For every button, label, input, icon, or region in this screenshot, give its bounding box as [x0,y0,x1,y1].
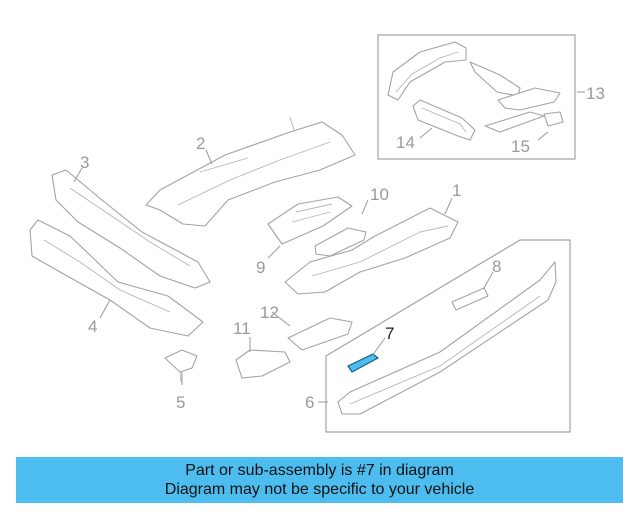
part-4-side-rail [29,219,204,337]
callout-11: 11 [233,319,251,338]
callout-14: 14 [396,133,415,152]
callout-2: 2 [196,134,205,153]
callout-9: 9 [256,258,265,277]
part-8-bracket [451,287,489,311]
callout-10: 10 [370,185,389,204]
banner-line-2: Diagram may not be specific to your vehi… [164,481,475,498]
callout-5: 5 [176,393,185,412]
callout-15: 15 [511,137,530,156]
part-7-shape [347,353,380,373]
part-7-highlighted [347,353,380,373]
callout-1: 1 [452,181,461,200]
callout-13: 13 [586,84,605,103]
part-9-crossmember [267,196,353,245]
part-14-bracket [412,99,476,141]
info-banner: Part or sub-assembly is #7 in diagram Di… [16,457,623,503]
parts-diagram: 1 2 3 4 5 6 7 8 9 10 11 12 13 14 15 [29,34,605,433]
part-3-side-rail [51,169,211,289]
callout-6: 6 [305,393,314,412]
inset-box-13 [377,34,576,160]
part-11-bracket [235,349,291,379]
part-15-bracket [484,111,564,133]
part-12-plate [287,317,353,351]
part-10-bracket [314,227,367,257]
callout-4: 4 [88,317,97,336]
leader-lines [73,91,585,403]
callout-labels: 1 2 3 4 5 6 7 8 9 10 11 12 13 14 15 [80,84,605,412]
part-2-floor-pan [145,116,356,227]
part-13-rails [387,41,561,111]
part-5-bracket [164,349,198,383]
callout-12: 12 [260,303,279,322]
callout-8: 8 [492,257,501,276]
part-6-rocker [337,261,557,415]
inset-box-6 [325,239,571,433]
part-1-rear-floor [284,207,459,295]
callout-7: 7 [385,324,394,343]
banner-line-1: Part or sub-assembly is #7 in diagram [185,462,454,479]
callout-3: 3 [80,153,89,172]
